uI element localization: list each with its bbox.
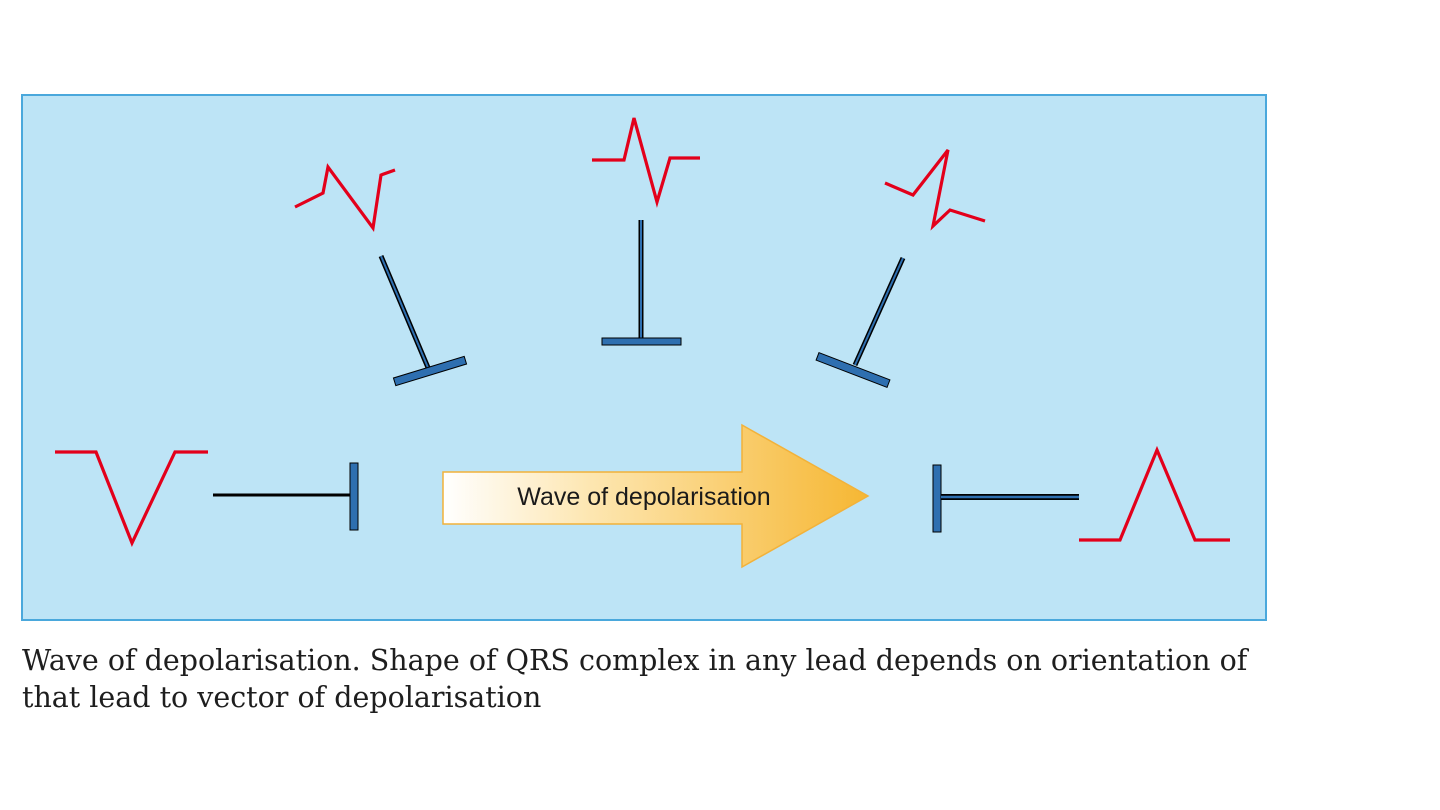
electrode-stem-upper-right-core — [854, 257, 904, 366]
electrode-plate-left — [349, 462, 359, 531]
electrode-stem-upper-left-core — [380, 255, 430, 371]
qrs-waveform-right — [1079, 445, 1230, 542]
qrs-waveform-upper-left — [294, 163, 396, 233]
depolarisation-arrow — [442, 423, 870, 569]
electrode-plate-top — [601, 337, 682, 346]
qrs-waveform-top — [592, 117, 700, 208]
qrs-waveform-left — [55, 450, 208, 548]
figure-caption: Wave of depolarisation. Shape of QRS com… — [22, 644, 1248, 714]
electrode-plate-upper-left — [392, 355, 468, 387]
electrode-plate-right — [932, 464, 942, 533]
arrow-label: Wave of depolarisation — [517, 483, 770, 511]
qrs-waveform-upper-right — [884, 149, 986, 231]
electrode-plate-upper-right — [815, 352, 891, 388]
diagram-panel — [21, 94, 1267, 621]
